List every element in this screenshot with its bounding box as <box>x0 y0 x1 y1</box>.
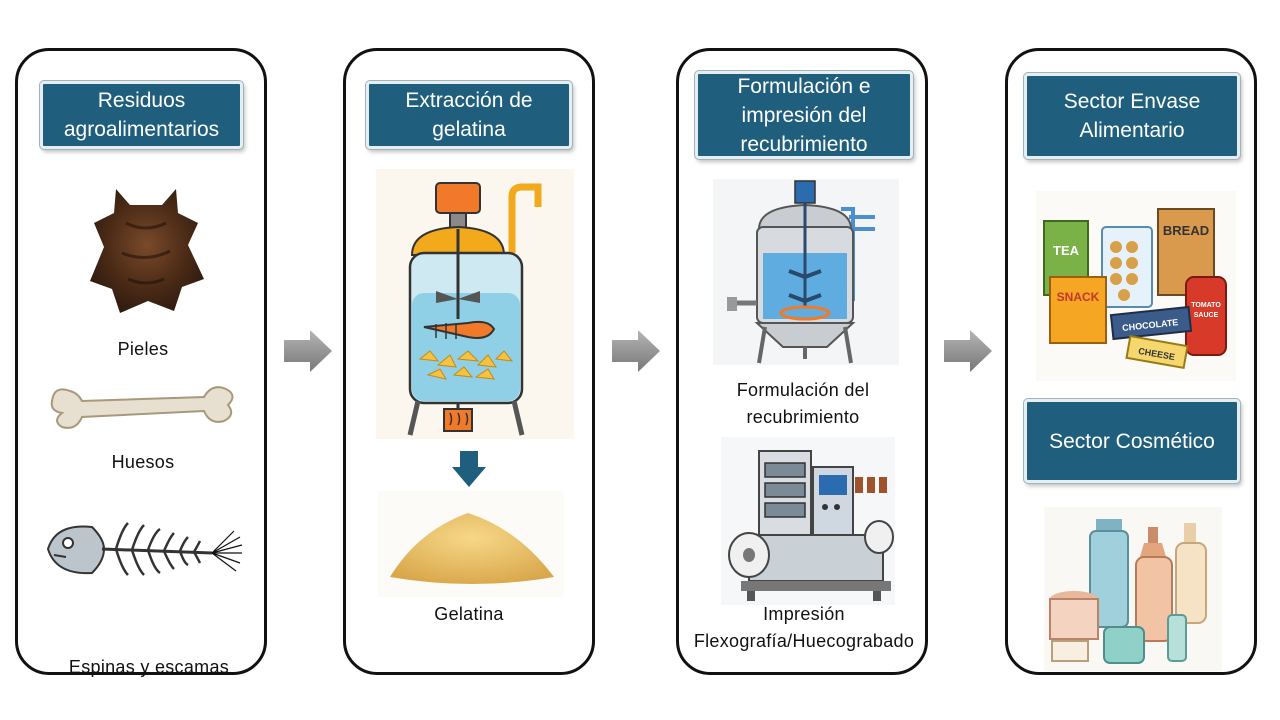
panel-title-extraccion: Extracción de gelatina <box>365 80 573 150</box>
flow-arrow-icon <box>944 330 992 372</box>
gelatin-powder-icon <box>378 491 564 597</box>
item-impresion: Impresión Flexografía/Huecograbado <box>693 604 915 651</box>
down-arrow-icon <box>452 451 486 487</box>
panel-title-cosmetico: Sector Cosmético <box>1023 398 1241 484</box>
fish-skeleton-icon <box>46 522 243 576</box>
bone-icon <box>50 386 234 429</box>
food-packages-icon: BREAD TEA SNACK TOMATO SAUCE CHOCOLATE C… <box>1036 191 1236 381</box>
panel-title-envase: Sector Envase Alimentario <box>1023 72 1241 160</box>
item-pieles: Pieles <box>117 339 169 359</box>
item-espinas: Espinas y escamas <box>68 657 230 677</box>
pkg-tomato: TOMATO <box>1191 302 1221 309</box>
panel-sectores: Sector Envase Alimentario BREAD TEA SNAC… <box>1005 48 1257 675</box>
panel-residuos: Residuos agroalimentarios Pieles Huesos <box>15 48 267 677</box>
reactor-icon <box>376 169 574 439</box>
mixing-tank-icon <box>713 179 899 365</box>
pkg-bread: BREAD <box>1163 223 1209 238</box>
item-formulacion: Formulación del recubrimiento <box>736 380 870 427</box>
pkg-snack: SNACK <box>1057 290 1100 304</box>
panel-extraccion: Extracción de gelatina Gelatina <box>343 48 595 675</box>
cowhide-icon <box>90 189 204 313</box>
panel-formulacion: Formulación e impresión del recubrimient… <box>676 48 928 675</box>
pkg-sauce: SAUCE <box>1194 312 1219 319</box>
panel-title-residuos: Residuos agroalimentarios <box>39 80 244 150</box>
flow-arrow-icon <box>612 330 660 372</box>
pkg-tea: TEA <box>1053 243 1080 258</box>
item-huesos: Huesos <box>111 452 175 472</box>
cosmetics-icon <box>1044 507 1222 671</box>
item-gelatina: Gelatina <box>434 604 504 624</box>
panel-title-formulacion: Formulación e impresión del recubrimient… <box>694 70 914 160</box>
flow-arrow-icon <box>284 330 332 372</box>
printing-press-icon <box>721 437 895 605</box>
